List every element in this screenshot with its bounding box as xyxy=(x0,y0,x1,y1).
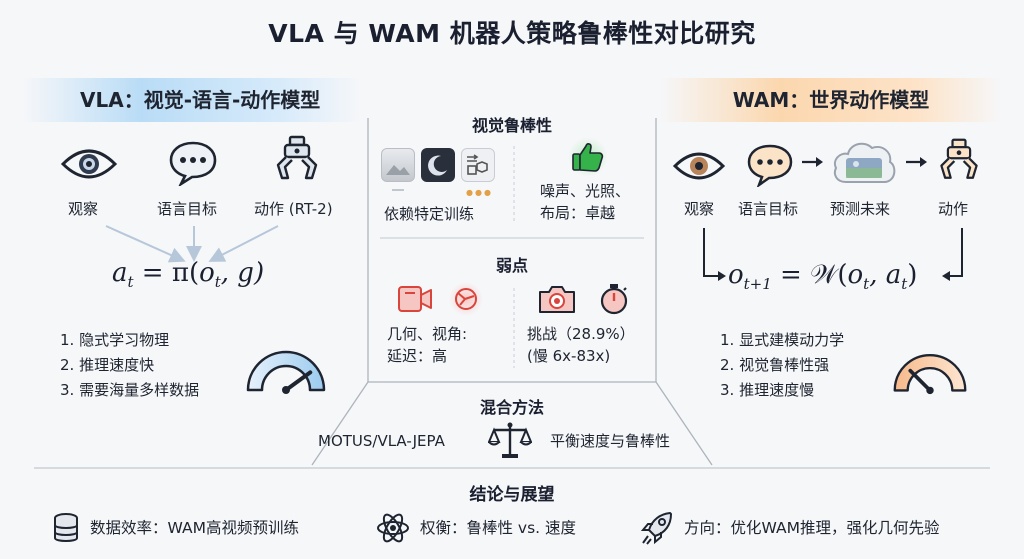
wam-label-predict-future: 预测未来 xyxy=(830,200,891,218)
robot-gripper-icon xyxy=(940,138,978,179)
speech-bubble-icon xyxy=(169,141,217,186)
dark-scene-icon xyxy=(421,148,455,182)
speedometer-high-icon xyxy=(246,350,326,394)
conclusion-item-direction: 方向：优化WAM推理，强化几何先验 xyxy=(684,519,940,537)
balance-scale-icon xyxy=(488,422,532,458)
vla-heading: VLA：视觉-语言-动作模型 xyxy=(22,78,362,122)
page-title: VLA 与 WAM 机器人策略鲁棒性对比研究 xyxy=(268,19,756,48)
thumbs-up-icon xyxy=(568,137,608,177)
database-icon xyxy=(54,513,78,542)
wam-loop-arrows xyxy=(703,228,963,281)
conclusion-heading: 结论与展望 xyxy=(469,485,555,505)
wam-points-list: 1. 显式建模动力学 2. 视觉鲁棒性强 3. 推理速度慢 xyxy=(720,328,844,403)
vla-label-observe: 观察 xyxy=(68,200,99,218)
vla-policy-formula: at = π(ot, g) xyxy=(112,258,265,292)
vla-label-action: 动作 (RT-2) xyxy=(254,200,333,218)
speech-bubble-icon xyxy=(747,144,793,187)
conclusion-item-data-efficiency: 数据效率：WAM高视频预训练 xyxy=(90,519,299,537)
hybrid-left-label: MOTUS/VLA-JEPA xyxy=(318,432,445,450)
image-thumbnail-icon xyxy=(381,148,415,182)
speedometer-low-icon xyxy=(893,354,967,395)
arrow-right-icon xyxy=(802,157,823,167)
hybrid-right-label: 平衡速度与鲁棒性 xyxy=(550,432,671,450)
weakness-right-2: (慢 6x-83x) xyxy=(527,347,611,365)
visual-right-label-1: 噪声、光照、 xyxy=(540,182,631,200)
vla-input-arrows xyxy=(105,225,279,263)
list-item: 1. 显式建模动力学 xyxy=(720,331,845,349)
list-item: 1. 隐式学习物理 xyxy=(60,331,170,349)
eye-icon xyxy=(672,152,726,180)
list-item: 3. 推理速度慢 xyxy=(720,381,815,399)
arrow-right-icon xyxy=(906,157,927,167)
hybrid-heading: 混合方法 xyxy=(479,398,544,417)
broken-connection-icon xyxy=(449,282,483,316)
visual-left-label: 依赖特定训练 xyxy=(384,205,475,223)
rocket-icon xyxy=(640,512,672,545)
robot-gripper-icon xyxy=(276,135,318,180)
thumbnail-dots: ●●● xyxy=(466,188,493,197)
stopwatch-icon xyxy=(600,284,628,315)
eye-icon xyxy=(60,149,118,179)
visual-robustness-heading: 视觉鲁棒性 xyxy=(471,116,552,135)
wam-heading: WAM：世界动作模型 xyxy=(660,78,1002,122)
weakness-right-1: 挑战（28.9%） xyxy=(527,325,635,343)
thumbnail-dots xyxy=(392,189,404,191)
list-item: 3. 需要海量多样数据 xyxy=(60,381,200,399)
conclusion-item-tradeoff: 权衡：鲁棒性 vs. 速度 xyxy=(420,519,577,537)
atom-icon xyxy=(377,513,409,543)
weakness-heading: 弱点 xyxy=(495,256,528,275)
camera-icon xyxy=(539,286,575,313)
wam-label-action: 动作 xyxy=(938,200,969,218)
weakness-left-2: 延迟：高 xyxy=(387,347,448,365)
wam-label-language-goal: 语言目标 xyxy=(738,200,799,218)
future-cloud-icon xyxy=(833,142,896,183)
weakness-left-1: 几何、视角: xyxy=(387,325,468,343)
vla-points-list: 1. 隐式学习物理 2. 推理速度快 3. 需要海量多样数据 xyxy=(60,328,199,403)
list-item: 2. 推理速度快 xyxy=(60,356,155,374)
wam-label-observe: 观察 xyxy=(684,200,715,218)
vla-label-language-goal: 语言目标 xyxy=(157,200,218,218)
video-camera-icon xyxy=(398,286,432,312)
layout-shapes-icon xyxy=(461,148,495,182)
wam-world-model-formula: ot+1 = 𝒲(ot, at) xyxy=(728,260,918,294)
list-item: 2. 视觉鲁棒性强 xyxy=(720,356,830,374)
visual-right-label-2: 布局：卓越 xyxy=(540,204,616,222)
